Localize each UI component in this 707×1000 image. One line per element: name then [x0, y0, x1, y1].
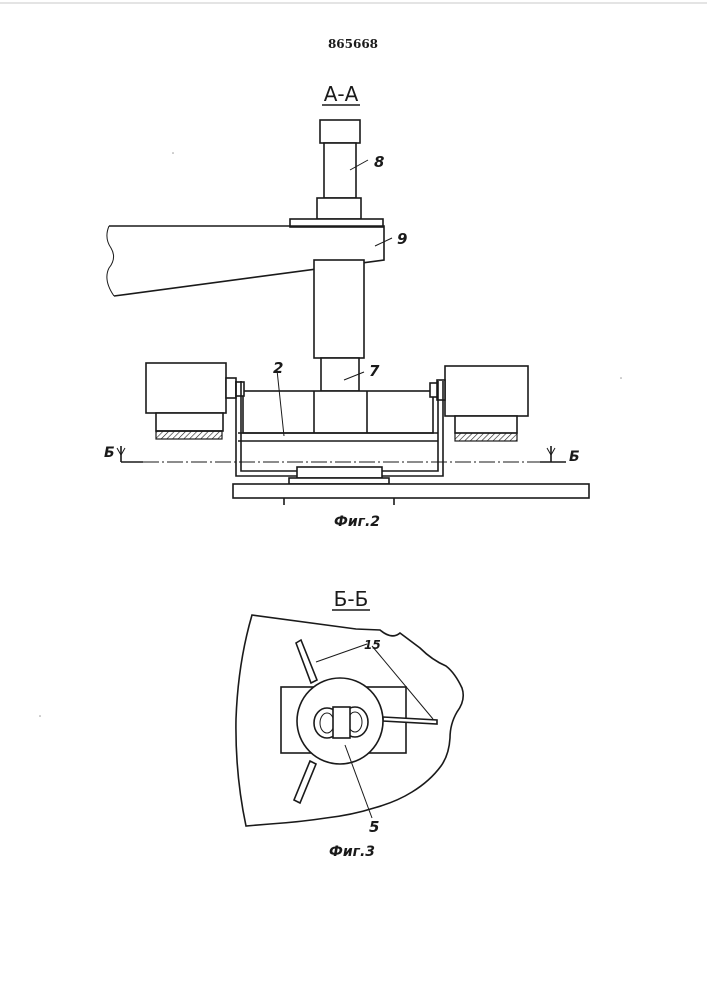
- left-motor-unit: [146, 363, 244, 439]
- fig2-section-title: А-А: [324, 82, 359, 106]
- patent-number: 865668: [328, 37, 378, 51]
- label-9: 9: [397, 230, 407, 248]
- right-motor-unit: [430, 366, 528, 441]
- fig2-caption: Фиг.2: [334, 514, 380, 530]
- column-7: [314, 260, 364, 391]
- label-5: 5: [369, 818, 379, 836]
- fig3-caption: Фиг.3: [329, 844, 375, 860]
- scan-speck: [39, 715, 41, 717]
- section-mark-right: Б: [569, 449, 580, 465]
- scan-speck: [620, 377, 622, 379]
- base-rail: [233, 484, 589, 505]
- section-line-bb: [117, 446, 566, 462]
- scan-speck: [172, 152, 174, 154]
- label-2: 2: [273, 359, 283, 377]
- section-mark-left: Б: [104, 445, 115, 461]
- figure-2: А-А 8 9 7: [104, 82, 589, 530]
- cylinder-8: [317, 120, 361, 219]
- fig3-section-title: Б-Б: [334, 587, 369, 611]
- leader-15-a: [316, 644, 367, 662]
- label-15: 15: [364, 638, 381, 652]
- figure-3: Б-Б: [236, 587, 463, 860]
- central-body: [238, 391, 438, 441]
- label-7: 7: [369, 362, 380, 380]
- label-8: 8: [374, 153, 384, 171]
